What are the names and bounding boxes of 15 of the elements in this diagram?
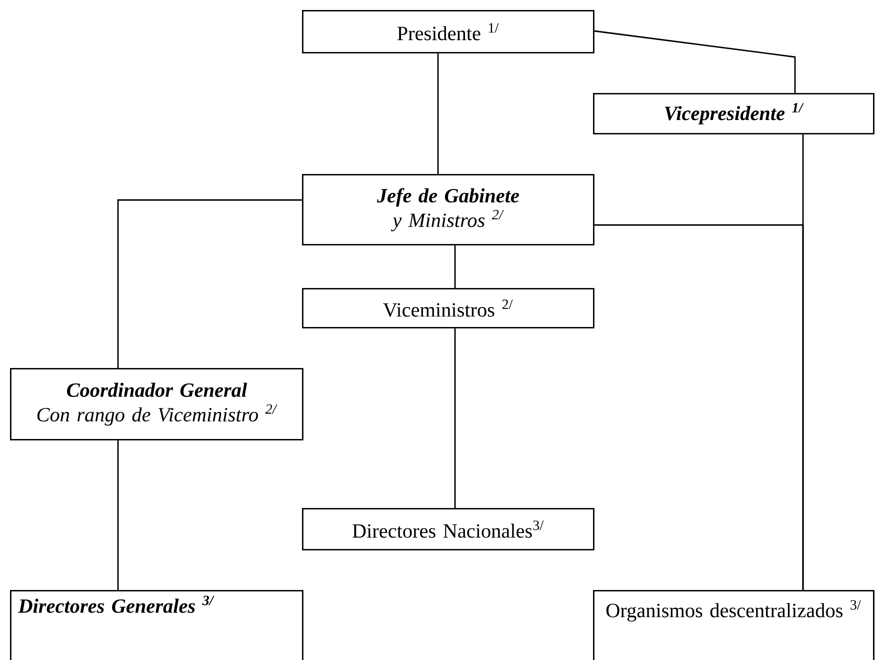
connector-line xyxy=(594,224,804,590)
org-box: Vicepresidente $^{1/}$ xyxy=(593,93,874,134)
connector-line xyxy=(117,199,302,368)
connector-line xyxy=(594,30,796,93)
org-box: Directores Nacionales$^{3/}$ xyxy=(302,508,594,550)
connector-line xyxy=(454,245,456,288)
org-box: Coordinador General Con rango de Viceministro $^{2/}$ xyxy=(10,368,304,440)
connector-line xyxy=(454,328,456,508)
org-box: Organismos descentralizados $^{3/}$ xyxy=(593,590,874,660)
org-box: Presidente $^{1/}$ xyxy=(302,10,594,54)
org-box: Jefe de Gabinete y Ministros $^{2/}$ xyxy=(302,174,594,246)
org-box: Viceministros $^{2/}$ xyxy=(302,288,594,328)
connector-line xyxy=(437,53,439,174)
connector-line xyxy=(117,440,119,590)
org-box: Directores Generales $^{3/}$ xyxy=(10,590,304,660)
